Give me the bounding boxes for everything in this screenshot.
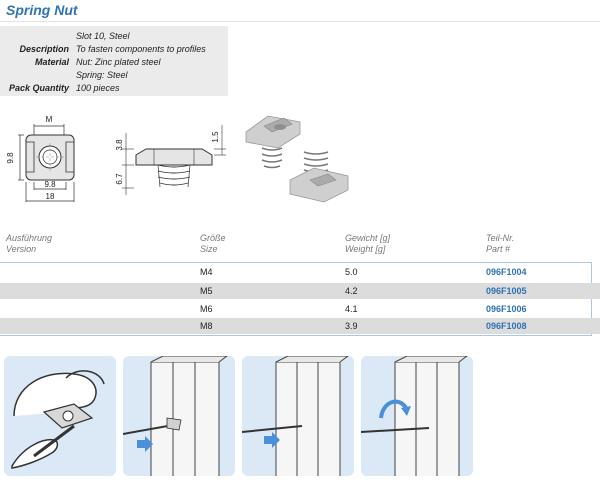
dim-height: 9.8 bbox=[6, 152, 15, 164]
cell-part-number: 096F1006 bbox=[486, 304, 527, 314]
cell-size: M6 bbox=[200, 304, 213, 314]
dim-chamfer: 1.5 bbox=[211, 131, 220, 143]
instruction-panel-4 bbox=[361, 356, 473, 476]
profile-insert-illustration bbox=[123, 356, 228, 476]
spec-value: Nut: Zinc plated steel bbox=[76, 57, 161, 67]
cell-part-number: 096F1008 bbox=[486, 321, 527, 331]
col-header-de: Teil-Nr. bbox=[486, 233, 515, 243]
cell-weight: 4.2 bbox=[345, 286, 358, 296]
spec-label: Description bbox=[19, 44, 69, 54]
cell-weight: 4.1 bbox=[345, 304, 358, 314]
col-header-en: Size bbox=[200, 244, 218, 254]
side-view-drawing: 3.8 6.7 1.5 bbox=[115, 125, 226, 195]
cell-size: M4 bbox=[200, 267, 213, 277]
cell-weight: 3.9 bbox=[345, 321, 358, 331]
cell-size: M8 bbox=[200, 321, 213, 331]
front-view-drawing: M 9.8 9.8 18 bbox=[6, 115, 75, 202]
spec-row: Description To fasten components to prof… bbox=[0, 43, 228, 56]
instruction-panel-3 bbox=[242, 356, 354, 476]
dim-inner-width: 9.8 bbox=[44, 180, 56, 189]
table-row: M4 5.0 096F1004 bbox=[0, 264, 600, 280]
spec-box: Slot 10, Steel Description To fasten com… bbox=[0, 26, 228, 96]
spec-value: Spring: Steel bbox=[76, 70, 128, 80]
table-row: M6 4.1 096F1006 bbox=[0, 301, 600, 317]
table-row: M5 4.2 096F1005 bbox=[0, 283, 600, 299]
spec-row: Spring: Steel bbox=[0, 69, 228, 82]
cell-part-number: 096F1004 bbox=[486, 267, 527, 277]
cell-part-number: 096F1005 bbox=[486, 286, 527, 296]
dim-thread: M bbox=[46, 115, 53, 124]
dim-body-height: 3.8 bbox=[115, 139, 124, 151]
col-header-size: Größe Size bbox=[200, 233, 226, 255]
col-header-en: Version bbox=[6, 244, 37, 254]
col-header-part: Teil-Nr. Part # bbox=[486, 233, 514, 255]
spec-value: 100 pieces bbox=[76, 83, 120, 93]
table-frame bbox=[0, 262, 592, 336]
col-header-en: Weight [g] bbox=[345, 244, 386, 254]
spec-row: Pack Quantity 100 pieces bbox=[0, 82, 228, 95]
spec-value: To fasten components to profiles bbox=[76, 44, 206, 54]
col-header-de: Gewicht [g] bbox=[345, 233, 391, 243]
spec-row: Slot 10, Steel bbox=[0, 30, 228, 43]
dim-spring-height: 6.7 bbox=[115, 173, 124, 185]
cell-size: M5 bbox=[200, 286, 213, 296]
instruction-panel-2 bbox=[123, 356, 235, 476]
title-divider bbox=[0, 21, 600, 22]
dim-width: 18 bbox=[46, 192, 55, 201]
spec-label: Pack Quantity bbox=[8, 83, 69, 93]
instruction-panel-1 bbox=[4, 356, 116, 476]
col-header-de: Größe bbox=[200, 233, 226, 243]
spec-label: Material bbox=[34, 57, 69, 67]
cell-weight: 5.0 bbox=[345, 267, 358, 277]
spec-value: Slot 10, Steel bbox=[76, 31, 130, 41]
col-header-en: Part # bbox=[486, 244, 511, 254]
spec-row: Material Nut: Zinc plated steel bbox=[0, 56, 228, 69]
spring-nut-product-image bbox=[245, 115, 349, 203]
col-header-de: Ausführung bbox=[6, 233, 53, 243]
col-header-version: Ausführung Version bbox=[6, 233, 52, 255]
page-title: Spring Nut bbox=[6, 2, 78, 18]
profile-rotate-illustration bbox=[361, 356, 468, 476]
col-header-weight: Gewicht [g] Weight [g] bbox=[345, 233, 390, 255]
profile-slide-illustration bbox=[242, 356, 349, 476]
hand-insert-illustration bbox=[11, 370, 105, 469]
table-row: M8 3.9 096F1008 bbox=[0, 318, 600, 334]
